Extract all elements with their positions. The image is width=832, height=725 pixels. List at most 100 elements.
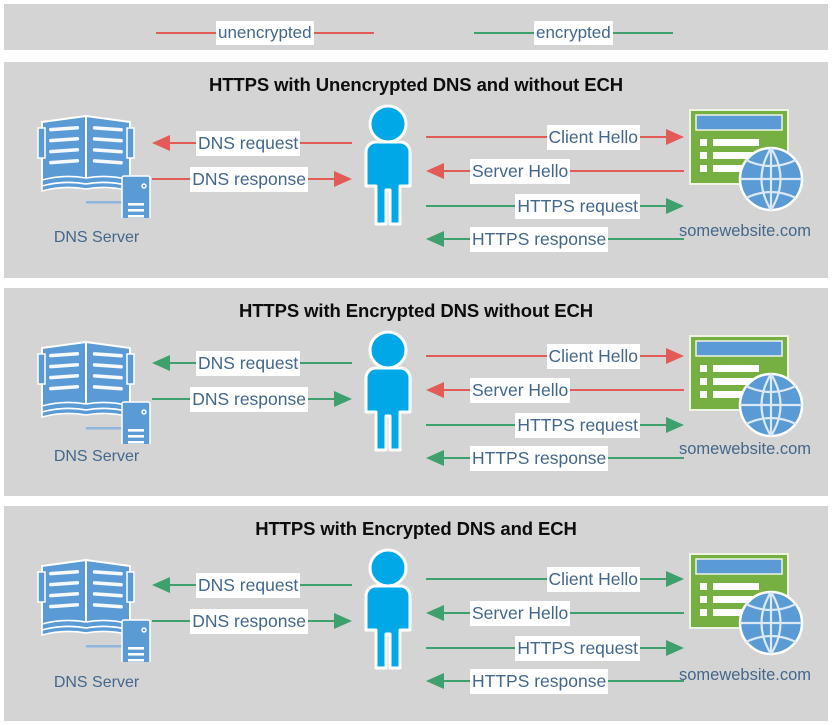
arrow-left-icon	[152, 135, 170, 151]
message-label: HTTPS request	[515, 635, 640, 661]
legend-panel: unencrypted encrypted	[4, 4, 828, 50]
connector-line	[426, 647, 516, 649]
message-label: DNS request	[196, 130, 301, 156]
message-row: Client Hello	[426, 566, 684, 592]
connector-line	[444, 238, 470, 240]
arrow-right-icon	[334, 391, 352, 407]
connector-line	[640, 205, 666, 207]
connector-line	[300, 142, 352, 144]
message-label: HTTPS response	[470, 668, 609, 694]
dns-server-label: DNS Server	[53, 674, 140, 691]
connector-line	[426, 136, 547, 138]
panel-title: HTTPS with Encrypted DNS without ECH	[238, 300, 594, 321]
message-label: HTTPS request	[515, 193, 640, 219]
message-label: DNS response	[190, 608, 308, 634]
website-label: somewebsite.com	[678, 666, 812, 684]
connector-line	[308, 620, 334, 622]
message-label: Server Hello	[470, 158, 571, 184]
message-row: HTTPS request	[426, 193, 684, 219]
connector-line	[444, 389, 470, 391]
arrow-right-icon	[666, 640, 684, 656]
connector-line	[170, 584, 196, 586]
connector-line	[444, 170, 470, 172]
connector-line	[444, 680, 470, 682]
legend-item-unencrypted: unencrypted	[156, 20, 374, 46]
arrow-right-icon	[666, 571, 684, 587]
message-label: Client Hello	[546, 566, 640, 592]
connector-line	[570, 612, 684, 614]
scenario-panel-1: HTTPS with Unencrypted DNS and without E…	[4, 62, 828, 278]
dns-server-book-icon	[34, 108, 154, 218]
arrow-left-icon	[426, 673, 444, 689]
connector-line	[426, 578, 547, 580]
arrow-left-icon	[152, 355, 170, 371]
message-row: DNS response	[152, 386, 352, 412]
message-row: DNS request	[152, 572, 352, 598]
connector-line	[170, 142, 196, 144]
arrow-left-icon	[426, 231, 444, 247]
message-row: DNS request	[152, 130, 352, 156]
dns-server-label: DNS Server	[53, 448, 140, 465]
message-label: DNS response	[190, 386, 308, 412]
message-label: Client Hello	[546, 343, 640, 369]
connector-line	[152, 620, 191, 622]
scenario-panel-2: HTTPS with Encrypted DNS without ECH	[4, 288, 828, 496]
legend-line-unencrypted-left	[156, 32, 216, 34]
dns-server-book-icon	[34, 552, 154, 662]
website-label: somewebsite.com	[678, 440, 812, 458]
connector-line	[152, 398, 191, 400]
legend-line-encrypted-right	[612, 32, 673, 34]
connector-line	[308, 398, 334, 400]
connector-line	[300, 584, 352, 586]
arrow-left-icon	[152, 577, 170, 593]
connector-line	[426, 205, 516, 207]
connector-line	[444, 457, 470, 459]
connector-line	[608, 457, 684, 459]
connector-line	[570, 389, 684, 391]
message-row: HTTPS response	[426, 668, 684, 694]
message-label: DNS request	[196, 350, 301, 376]
message-row: HTTPS response	[426, 226, 684, 252]
website-browser-globe-icon	[686, 332, 806, 440]
connector-line	[170, 362, 196, 364]
connector-line	[640, 647, 666, 649]
legend-item-encrypted: encrypted	[474, 20, 673, 46]
message-row: DNS request	[152, 350, 352, 376]
message-label: Server Hello	[470, 377, 571, 403]
connector-line	[570, 170, 684, 172]
connector-line	[640, 578, 666, 580]
arrow-right-icon	[666, 417, 684, 433]
message-label: HTTPS response	[470, 445, 609, 471]
connector-line	[640, 424, 666, 426]
dns-server-label: DNS Server	[53, 229, 140, 246]
user-person-icon	[352, 104, 424, 226]
message-row: HTTPS response	[426, 445, 684, 471]
message-row: Server Hello	[426, 158, 684, 184]
message-row: HTTPS request	[426, 412, 684, 438]
arrow-right-icon	[334, 613, 352, 629]
message-row: DNS response	[152, 166, 352, 192]
message-label: DNS request	[196, 572, 301, 598]
scenario-panel-3: HTTPS with Encrypted DNS and ECH	[4, 506, 828, 721]
message-label: HTTPS request	[515, 412, 640, 438]
arrow-left-icon	[426, 605, 444, 621]
message-label: Client Hello	[546, 124, 640, 150]
connector-line	[300, 362, 352, 364]
user-person-icon	[352, 548, 424, 670]
arrow-right-icon	[666, 348, 684, 364]
connector-line	[426, 355, 547, 357]
website-browser-globe-icon	[686, 106, 806, 214]
connector-line	[640, 355, 666, 357]
website-label: somewebsite.com	[678, 222, 812, 240]
message-label: HTTPS response	[470, 226, 609, 252]
legend-label-unencrypted: unencrypted	[216, 21, 314, 45]
message-row: Server Hello	[426, 600, 684, 626]
website-browser-globe-icon	[686, 550, 806, 658]
connector-line	[308, 178, 334, 180]
connector-line	[608, 238, 684, 240]
user-person-icon	[352, 330, 424, 452]
message-label: Server Hello	[470, 600, 571, 626]
panel-title: HTTPS with Encrypted DNS and ECH	[255, 518, 577, 539]
arrow-left-icon	[426, 163, 444, 179]
